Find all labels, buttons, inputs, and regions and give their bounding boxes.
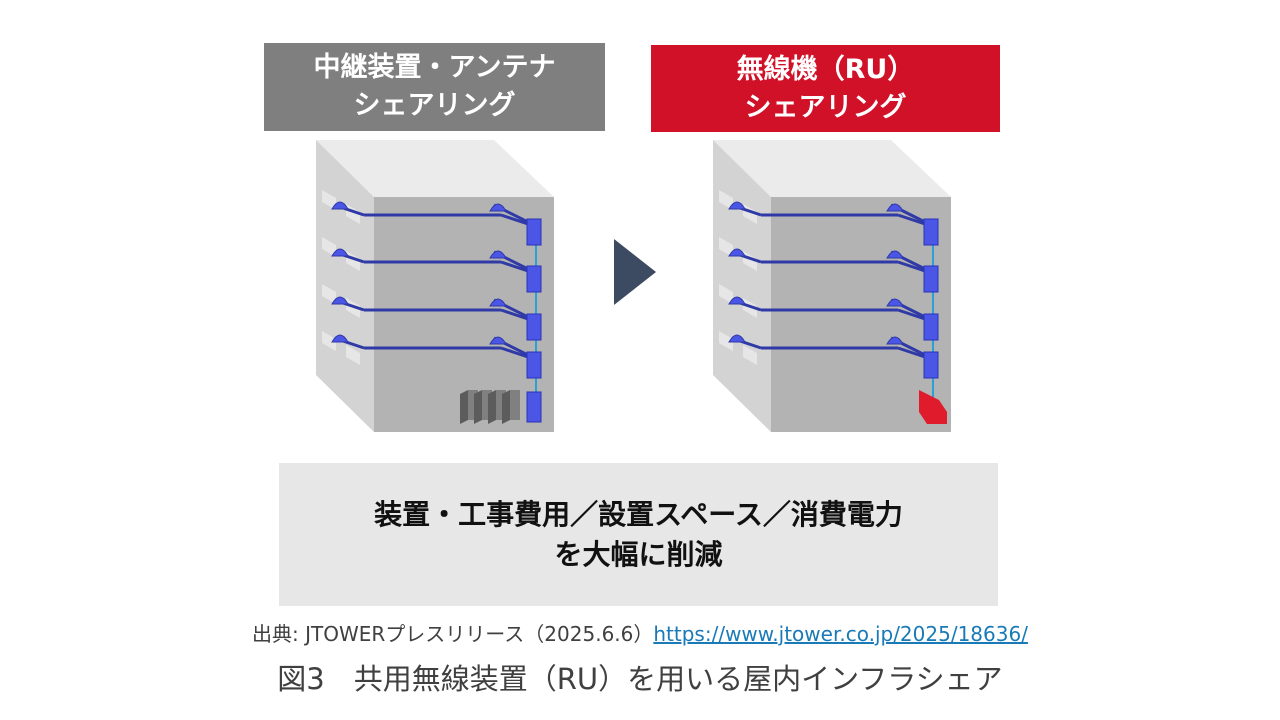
remote-unit-icon xyxy=(526,218,542,246)
antenna-icon xyxy=(886,336,904,345)
figure-caption: 図3 共用無線装置（RU）を用いる屋内インフラシェア xyxy=(277,662,1003,696)
source-prefix: 出典: JTOWERプレスリリース（2025.6.6） xyxy=(252,622,654,646)
cable-segment xyxy=(500,213,532,227)
building-window xyxy=(322,190,336,210)
label-ru-sharing: 無線機（RU） シェアリング xyxy=(651,45,1000,132)
remote-unit-icon xyxy=(923,313,939,341)
antenna-icon xyxy=(331,334,349,343)
antenna-icon xyxy=(886,298,904,307)
building-roof xyxy=(316,140,554,197)
antenna-icon xyxy=(886,203,904,212)
antenna-icon xyxy=(489,298,507,307)
legacy-equipment-icon xyxy=(496,390,506,420)
building-window xyxy=(322,331,336,351)
remote-unit-icon xyxy=(526,265,542,293)
building-left-icon xyxy=(316,140,554,432)
legacy-equipment-side xyxy=(488,390,496,424)
building-window xyxy=(719,190,733,210)
label-relay-antenna-sharing: 中継装置・アンテナ シェアリング xyxy=(264,43,605,131)
antenna-icon xyxy=(728,296,746,305)
source-citation: 出典: JTOWERプレスリリース（2025.6.6）https://www.j… xyxy=(0,618,1280,647)
legacy-equipment-side xyxy=(502,390,510,424)
shared-ru-equipment xyxy=(919,390,947,424)
antenna-icon xyxy=(728,201,746,210)
antenna-icon xyxy=(489,336,507,345)
building-window xyxy=(719,237,733,257)
legacy-equipment-side xyxy=(460,390,468,424)
building-window xyxy=(743,345,757,365)
antenna-icon xyxy=(331,296,349,305)
building-window xyxy=(719,284,733,304)
building-window xyxy=(322,284,336,304)
antenna-icon xyxy=(728,334,746,343)
result-line2: を大幅に削減 xyxy=(554,537,723,571)
remote-unit-icon xyxy=(526,313,542,341)
cable-segment xyxy=(500,308,532,322)
label-right-line1: 無線機（RU） xyxy=(736,53,915,85)
antenna-icon xyxy=(489,203,507,212)
building-window xyxy=(719,331,733,351)
result-line1: 装置・工事費用／設置スペース／消費電力 xyxy=(374,497,903,531)
remote-unit-icon xyxy=(526,351,542,379)
source-link[interactable]: https://www.jtower.co.jp/2025/18636/ xyxy=(653,622,1028,646)
building-right-icon xyxy=(713,140,951,432)
remote-unit-icon xyxy=(923,351,939,379)
cable-segment xyxy=(897,308,929,322)
antenna-icon xyxy=(331,201,349,210)
cable-segment xyxy=(897,346,929,360)
cable-segment xyxy=(897,260,929,274)
building-roof xyxy=(713,140,951,197)
label-left-line1: 中継装置・アンテナ xyxy=(313,52,556,83)
label-left-line2: シェアリング xyxy=(353,90,516,121)
legacy-equipment-icon xyxy=(468,390,478,420)
label-right-line2: シェアリング xyxy=(744,91,907,123)
cable-segment xyxy=(500,260,532,274)
remote-unit-icon xyxy=(923,265,939,293)
result-box: 装置・工事費用／設置スペース／消費電力 を大幅に削減 xyxy=(279,463,998,606)
building-window xyxy=(346,345,360,365)
legacy-equipment-icon xyxy=(482,390,492,420)
building-window xyxy=(346,298,360,318)
legacy-equipment-icon xyxy=(510,390,520,420)
remote-unit-icon xyxy=(526,391,542,423)
legacy-equipment-side xyxy=(474,390,482,424)
building-window xyxy=(743,298,757,318)
antenna-icon xyxy=(886,250,904,259)
building-window xyxy=(322,237,336,257)
cable-segment xyxy=(897,213,929,227)
antenna-icon xyxy=(728,248,746,257)
triangle-right-arrow-icon xyxy=(614,239,656,305)
antenna-icon xyxy=(489,250,507,259)
remote-unit-icon xyxy=(923,218,939,246)
cable-segment xyxy=(500,346,532,360)
antenna-icon xyxy=(331,248,349,257)
